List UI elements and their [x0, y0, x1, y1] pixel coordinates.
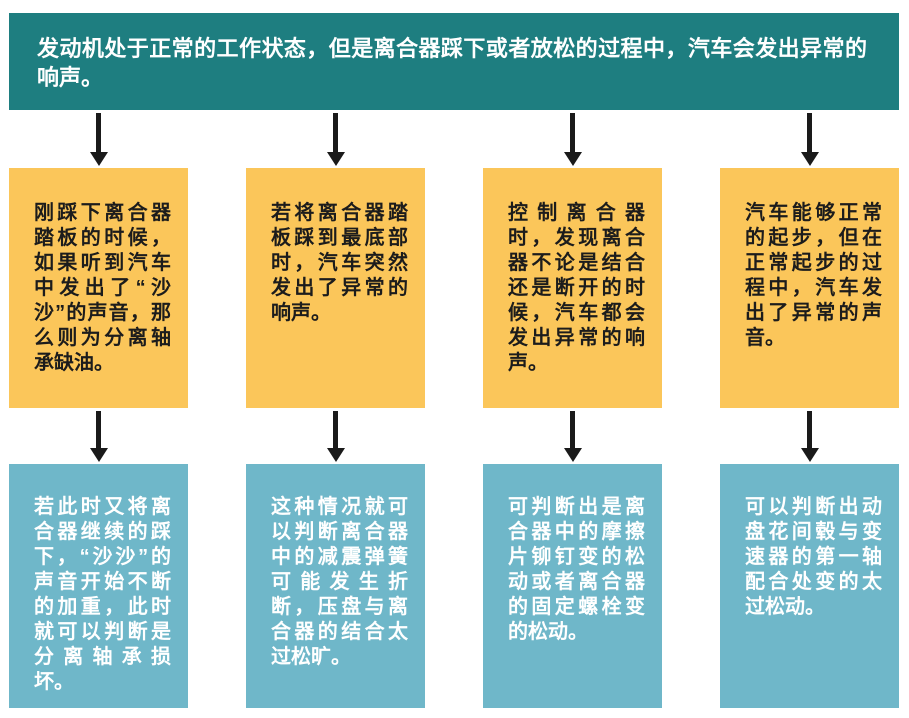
down-arrow-icon — [720, 408, 899, 464]
arrow-stem — [807, 113, 812, 152]
symptom-text-3: 控制离合器时，发现离合器不论是结合还是断开的时候，汽车都会发出异常的响声。 — [508, 202, 645, 374]
down-arrow-icon — [720, 110, 899, 168]
down-arrow-icon — [483, 110, 662, 168]
diagnosis-box-2: 这种情况就可以判断离合器中的减震弹簧可能发生折断，压盘与离合器的结合太过松旷。 — [246, 464, 425, 708]
arrow-stem — [570, 113, 575, 152]
problem-statement-box: 发动机处于正常的工作状态，但是离合器踩下或者放松的过程中，汽车会发出异常的响声。 — [9, 13, 899, 110]
down-arrow-icon — [9, 110, 188, 168]
symptom-box-4: 汽车能够正常的起步，但在正常起步的过程中，汽车发出了异常的声音。 — [720, 168, 899, 408]
arrow-stem — [96, 113, 101, 152]
problem-statement-text: 发动机处于正常的工作状态，但是离合器踩下或者放松的过程中，汽车会发出异常的响声。 — [37, 36, 867, 90]
diagnosis-text-2: 这种情况就可以判断离合器中的减震弹簧可能发生折断，压盘与离合器的结合太过松旷。 — [271, 496, 408, 668]
symptom-text-1: 刚踩下离合器踏板的时候，如果听到汽车中发出了“沙沙”的声音，那么则为分离轴承缺油… — [34, 202, 171, 374]
down-arrow-icon — [9, 408, 188, 464]
arrow-head — [326, 448, 345, 462]
arrow-stem — [807, 411, 812, 448]
arrow-stem — [96, 411, 101, 448]
diagnosis-text-1: 若此时又将离合器继续的踩下，“沙沙”的声音开始不断的加重，此时就可以判断是分离轴… — [34, 496, 171, 693]
arrow-head — [563, 448, 582, 462]
symptom-box-2: 若将离合器踏板踩到最底部时，汽车突然发出了异常的响声。 — [246, 168, 425, 408]
diagnosis-box-3: 可判断出是离合器中的摩擦片铆钉变的松动或者离合器的固定螺栓变的松动。 — [483, 464, 662, 708]
symptom-text-2: 若将离合器踏板踩到最底部时，汽车突然发出了异常的响声。 — [271, 202, 408, 324]
arrow-head — [89, 448, 108, 462]
diagnosis-box-4: 可以判断出动盘花间毂与变速器的第一轴配合处变的太过松动。 — [720, 464, 899, 708]
arrow-stem — [570, 411, 575, 448]
arrow-head — [800, 152, 819, 166]
down-arrow-icon — [246, 408, 425, 464]
diagnosis-text-4: 可以判断出动盘花间毂与变速器的第一轴配合处变的太过松动。 — [745, 496, 882, 618]
symptom-text-4: 汽车能够正常的起步，但在正常起步的过程中，汽车发出了异常的声音。 — [745, 202, 882, 349]
arrow-head — [800, 448, 819, 462]
arrow-head — [89, 152, 108, 166]
arrow-head — [326, 152, 345, 166]
symptom-box-3: 控制离合器时，发现离合器不论是结合还是断开的时候，汽车都会发出异常的响声。 — [483, 168, 662, 408]
arrow-stem — [333, 113, 338, 152]
arrow-head — [563, 152, 582, 166]
down-arrow-icon — [483, 408, 662, 464]
diagnosis-text-3: 可判断出是离合器中的摩擦片铆钉变的松动或者离合器的固定螺栓变的松动。 — [508, 496, 645, 643]
symptom-box-1: 刚踩下离合器踏板的时候，如果听到汽车中发出了“沙沙”的声音，那么则为分离轴承缺油… — [9, 168, 188, 408]
arrow-stem — [333, 411, 338, 448]
diagnosis-box-1: 若此时又将离合器继续的踩下，“沙沙”的声音开始不断的加重，此时就可以判断是分离轴… — [9, 464, 188, 708]
clutch-noise-flowchart: 发动机处于正常的工作状态，但是离合器踩下或者放松的过程中，汽车会发出异常的响声。… — [9, 13, 899, 708]
down-arrow-icon — [246, 110, 425, 168]
